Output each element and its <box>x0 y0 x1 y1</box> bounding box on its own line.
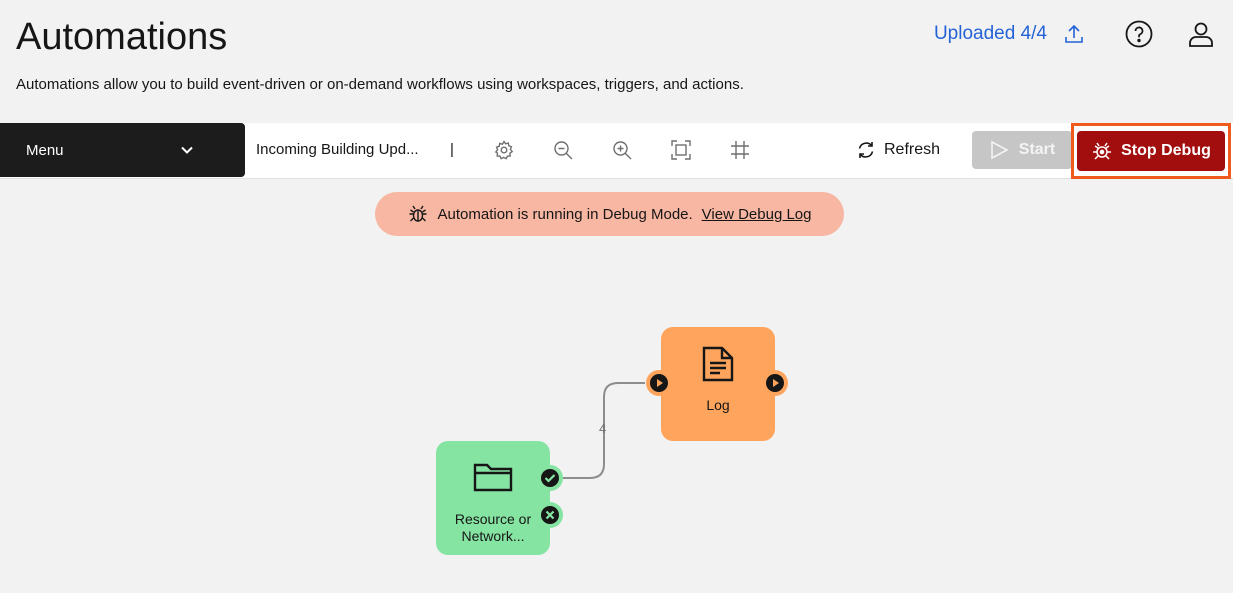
bug-icon <box>409 205 427 222</box>
toolbar-separator: | <box>450 141 454 158</box>
upload-status-button[interactable]: Uploaded 4/4 <box>934 23 1085 45</box>
user-icon <box>1189 22 1213 47</box>
view-debug-log-link[interactable]: View Debug Log <box>701 205 812 223</box>
debug-mode-banner: Automation is running in Debug Mode. Vie… <box>375 192 844 236</box>
zoom-in-button[interactable] <box>611 139 633 161</box>
checkmark-circle-icon <box>541 469 559 487</box>
help-button[interactable] <box>1123 18 1155 50</box>
log-node[interactable]: Log <box>661 327 775 441</box>
user-profile-button[interactable] <box>1185 18 1217 50</box>
connection-edge <box>563 382 645 479</box>
zoom-out-button[interactable] <box>552 139 574 161</box>
header-actions: Uploaded 4/4 <box>934 16 1217 52</box>
bug-icon <box>1093 142 1112 160</box>
gear-icon <box>494 140 514 160</box>
resource-success-port[interactable] <box>537 465 563 491</box>
fit-to-screen-button[interactable] <box>670 139 692 161</box>
play-circle-icon <box>766 374 784 392</box>
start-button[interactable]: Start <box>972 131 1072 169</box>
chevron-down-icon <box>181 146 193 154</box>
close-circle-icon <box>541 506 559 524</box>
fit-screen-icon <box>671 140 691 160</box>
menu-dropdown[interactable]: Menu <box>0 123 245 177</box>
play-circle-icon <box>650 374 668 392</box>
zoom-out-icon <box>554 141 573 160</box>
stop-debug-label: Stop Debug <box>1121 142 1211 159</box>
debug-banner-message: Automation is running in Debug Mode. <box>437 205 693 223</box>
log-input-port[interactable] <box>646 370 672 396</box>
refresh-button[interactable]: Refresh <box>850 131 946 169</box>
play-icon <box>990 140 1009 160</box>
resource-node-label-line1: Resource or <box>454 511 532 527</box>
resource-node[interactable]: Resource or Network... <box>436 441 550 555</box>
upload-status-label: Uploaded 4/4 <box>933 23 1047 44</box>
upload-icon <box>1065 24 1083 43</box>
zoom-in-icon <box>613 141 632 160</box>
page-header: Automations Automations allow you to bui… <box>0 0 1233 118</box>
workflow-canvas[interactable]: 4 Log Resource or Network... <box>0 180 1233 593</box>
settings-button[interactable] <box>493 139 515 161</box>
folder-icon <box>473 463 513 492</box>
resource-node-label: Resource or Network... <box>455 511 531 545</box>
resource-failure-port[interactable] <box>537 502 563 528</box>
log-node-label: Log <box>706 397 730 413</box>
edge-count-label: 4 <box>599 421 607 436</box>
page-title: Automations <box>16 16 228 58</box>
editor-toolbar: Menu Incoming Building Upd... | <box>0 123 1233 179</box>
refresh-label: Refresh <box>884 141 941 158</box>
document-icon <box>702 346 734 382</box>
resource-node-label-line2: Network... <box>461 528 525 544</box>
page-description: Automations allow you to build event-dri… <box>16 76 744 93</box>
menu-label: Menu <box>26 141 64 159</box>
grid-icon <box>731 141 749 159</box>
stop-debug-highlight: Stop Debug <box>1071 123 1231 179</box>
grid-toggle-button[interactable] <box>729 139 751 161</box>
stop-debug-button[interactable]: Stop Debug <box>1077 131 1225 171</box>
start-label: Start <box>1018 141 1056 158</box>
refresh-icon <box>858 142 874 158</box>
log-output-port[interactable] <box>762 370 788 396</box>
help-icon <box>1125 20 1153 48</box>
automation-name[interactable]: Incoming Building Upd... <box>256 141 419 158</box>
